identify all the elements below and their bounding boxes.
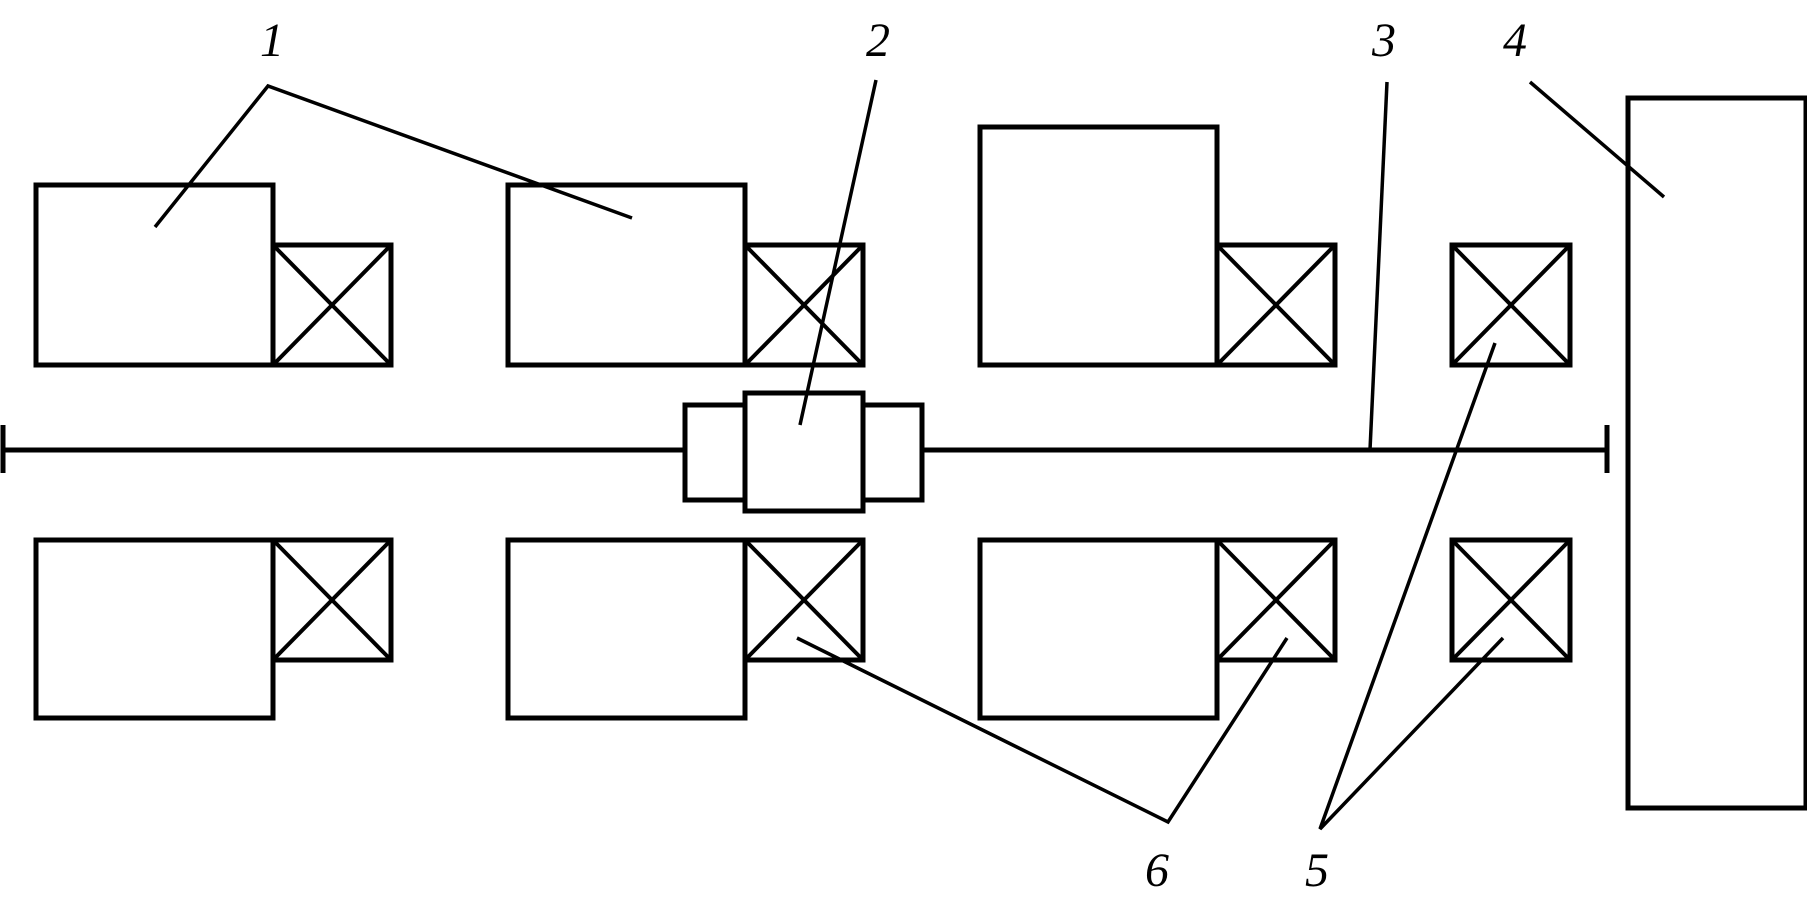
leader-2 <box>798 79 878 426</box>
unit-box <box>505 182 748 368</box>
labels: 1 2 3 4 5 6 <box>260 14 1527 897</box>
crossed-block <box>270 537 394 663</box>
bottom-unit-row <box>33 537 1573 721</box>
rail <box>0 425 1610 473</box>
leader-4 <box>1528 80 1666 199</box>
unit-box <box>977 537 1220 721</box>
crossed-block <box>742 242 866 368</box>
crossed-block <box>742 537 866 663</box>
label-3: 3 <box>1371 14 1396 67</box>
leader-lines <box>153 79 1666 831</box>
label-1: 1 <box>260 14 284 67</box>
leader-3 <box>1368 81 1389 451</box>
leader-6 <box>796 636 1289 825</box>
carriage <box>682 390 925 514</box>
top-unit-row <box>33 124 1573 368</box>
crossed-block <box>270 242 394 368</box>
unit-box <box>505 537 748 721</box>
side-panel <box>1625 95 1807 811</box>
carriage-side-right <box>860 402 925 503</box>
carriage-side-left <box>682 402 748 503</box>
crossed-block-standalone <box>1449 537 1573 663</box>
crossed-block <box>1214 242 1338 368</box>
unit-box <box>977 124 1220 368</box>
label-4: 4 <box>1503 14 1527 67</box>
unit-box <box>33 182 276 368</box>
crossed-block-standalone <box>1449 242 1573 368</box>
leader-1 <box>153 83 633 229</box>
unit-box <box>33 537 276 721</box>
label-5: 5 <box>1305 844 1329 897</box>
leader-5 <box>1318 342 1505 831</box>
crossed-block <box>1214 537 1338 663</box>
label-6: 6 <box>1145 844 1169 897</box>
label-2: 2 <box>866 14 890 67</box>
